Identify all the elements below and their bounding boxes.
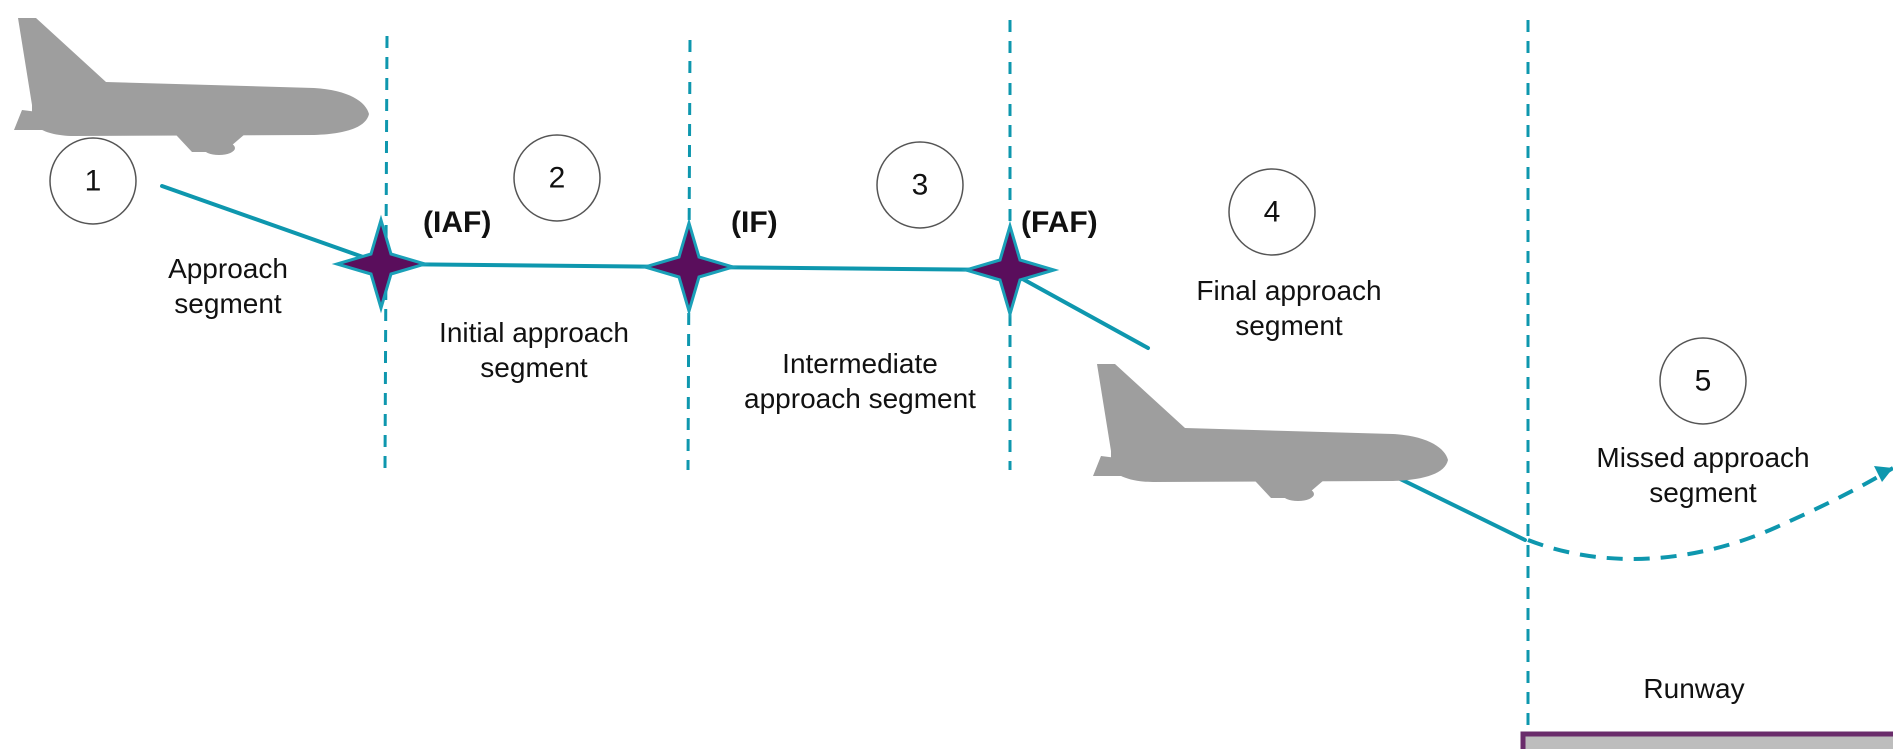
flight-path <box>160 184 1527 542</box>
fix-star-icon <box>643 221 735 313</box>
aircraft-icon <box>1093 364 1448 501</box>
fix-label-if: (IF) <box>731 206 778 239</box>
label-approach-segment: Approach <box>168 253 288 284</box>
runway <box>1520 731 1893 749</box>
aircraft-icon <box>14 18 369 155</box>
label-runway: Runway <box>1643 673 1744 704</box>
step-number-5: 5 <box>1695 365 1712 398</box>
step-circle-4 <box>1228 168 1316 256</box>
path-approach <box>160 184 382 265</box>
path-final-lower <box>1380 468 1527 542</box>
label-missed-segment: Missed approach <box>1596 442 1809 473</box>
step-number-2: 2 <box>549 162 566 195</box>
fix-label-faf: (FAF) <box>1021 206 1098 239</box>
label-initial-segment: Initial approach <box>439 317 629 348</box>
label-intermediate-segment-2: approach segment <box>744 383 976 414</box>
step-number-4: 4 <box>1264 196 1281 229</box>
label-final-segment-2: segment <box>1235 310 1343 341</box>
fix-label-iaf: (IAF) <box>423 206 491 239</box>
step-circle-5 <box>1659 337 1747 425</box>
step-circle-2 <box>513 134 601 222</box>
path-final-upper <box>1008 270 1150 350</box>
step-circle-3 <box>876 141 964 229</box>
step-circle-1 <box>49 137 137 225</box>
label-missed-segment-2: segment <box>1649 477 1757 508</box>
step-number-1: 1 <box>85 165 102 198</box>
fix-star-icon <box>964 224 1056 316</box>
step-number-3: 3 <box>912 169 929 202</box>
path-intermediate <box>688 265 1012 272</box>
fix-star-icon <box>335 218 427 310</box>
label-intermediate-segment: Intermediate <box>782 348 938 379</box>
label-final-segment: Final approach <box>1196 275 1381 306</box>
label-approach-segment-2: segment <box>174 288 282 319</box>
path-initial <box>378 262 692 269</box>
label-initial-segment-2: segment <box>480 352 588 383</box>
arrowhead-icon <box>1874 466 1893 482</box>
